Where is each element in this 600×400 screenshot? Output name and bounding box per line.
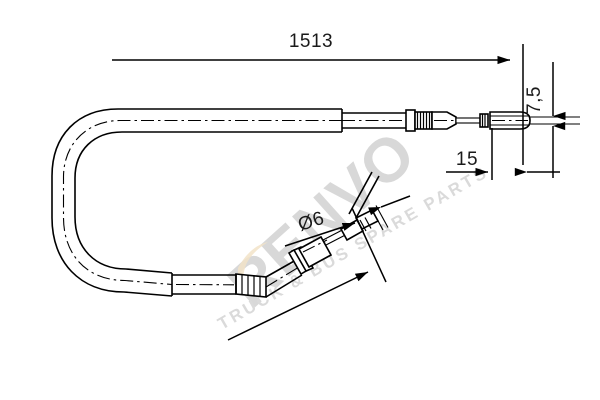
extension-line-eyelet-datum [351,207,387,283]
sheath-inner-edge [74,131,342,274]
lower-ferrule [235,273,267,298]
inner-rod-tail [530,116,578,125]
dimension-line-d6-left [284,222,356,247]
lower-collar [287,245,315,276]
dimension-leader-line [227,271,369,341]
threaded-adjuster-nut [405,109,433,132]
rod-collar [479,113,489,128]
dimension-overall-length: 1513 [112,31,510,65]
inner-rod-upper [455,117,481,124]
sheath-outer-edge [51,108,342,297]
dimension-rod-diameter: 7,5 [524,62,580,178]
dimension-end-fitting-length: 15 [446,128,560,180]
dimension-lower-leader [227,207,387,341]
dimension-label-15: 15 [456,149,478,170]
sheath-centerline [62,119,342,286]
lower-cylinder [297,235,333,269]
upper-inner-tube [342,112,406,129]
conical-ferrule [431,111,457,130]
dimension-line-d6-right [368,195,411,216]
lower-inner-tube [172,274,236,295]
lower-angled-run [265,259,303,298]
dimension-label-75: 7,5 [524,86,545,114]
dimension-label-1513: 1513 [289,31,333,52]
